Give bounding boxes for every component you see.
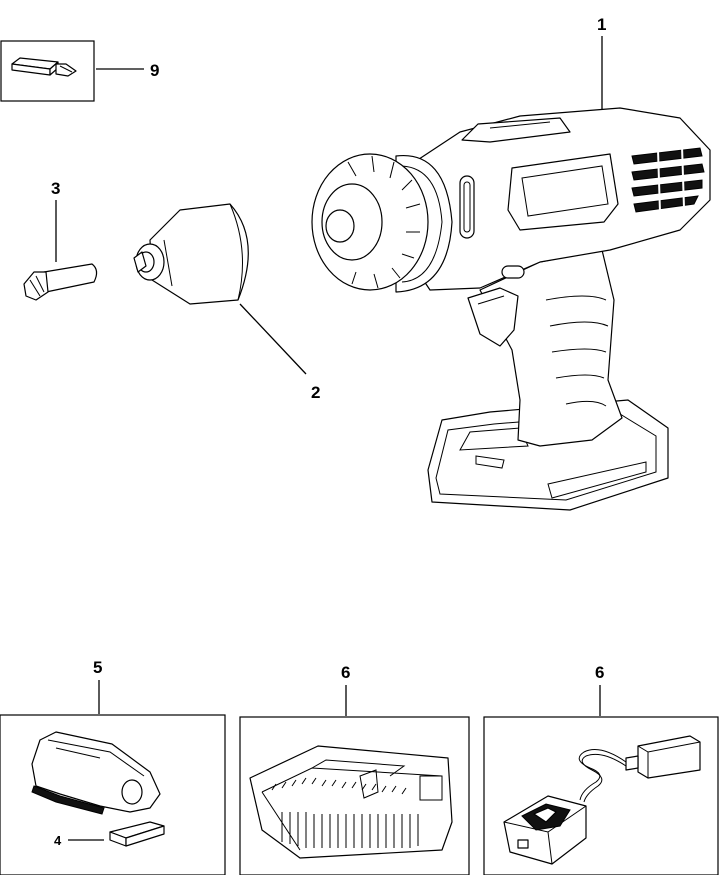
corded-charger-frame [483,716,719,875]
charger-vent-ridges [271,777,419,848]
charging-cradle-part [503,795,587,865]
callout-5: 5 [93,658,102,677]
direction-switch [501,265,525,279]
chuck-group: 2 [133,203,320,402]
battery-clip-part [109,821,165,847]
charger-cord [578,749,627,803]
usb-adapter-part [11,57,77,77]
battery-frame [0,714,226,875]
screwdriver-bit-part [23,263,98,301]
callout-9: 9 [150,61,159,80]
drill-body-group: 1 [311,15,711,511]
bit-group: 3 [23,179,98,301]
callout-6a: 6 [341,663,350,682]
callout-2: 2 [311,383,320,402]
corded-charger-group: 6 [483,663,719,875]
callout-6b: 6 [595,663,604,682]
fast-charger-part [249,745,453,859]
callout-4: 4 [54,833,62,848]
fast-charger-frame [239,716,470,875]
vent-slots [631,145,705,213]
usb-adapter-frame [0,40,95,102]
callout-1: 1 [597,15,606,34]
leader-line-2 [239,303,307,375]
drill-body-part [311,107,711,511]
battery-group: 5 4 [0,658,226,875]
battery-pack-part [31,731,161,815]
keyless-chuck-part [133,203,249,305]
wall-adapter-part [625,735,701,779]
callout-3: 3 [51,179,60,198]
clutch-ridges [347,155,421,289]
fast-charger-group: 6 [239,663,470,875]
usb-adapter-group: 9 [0,40,159,102]
